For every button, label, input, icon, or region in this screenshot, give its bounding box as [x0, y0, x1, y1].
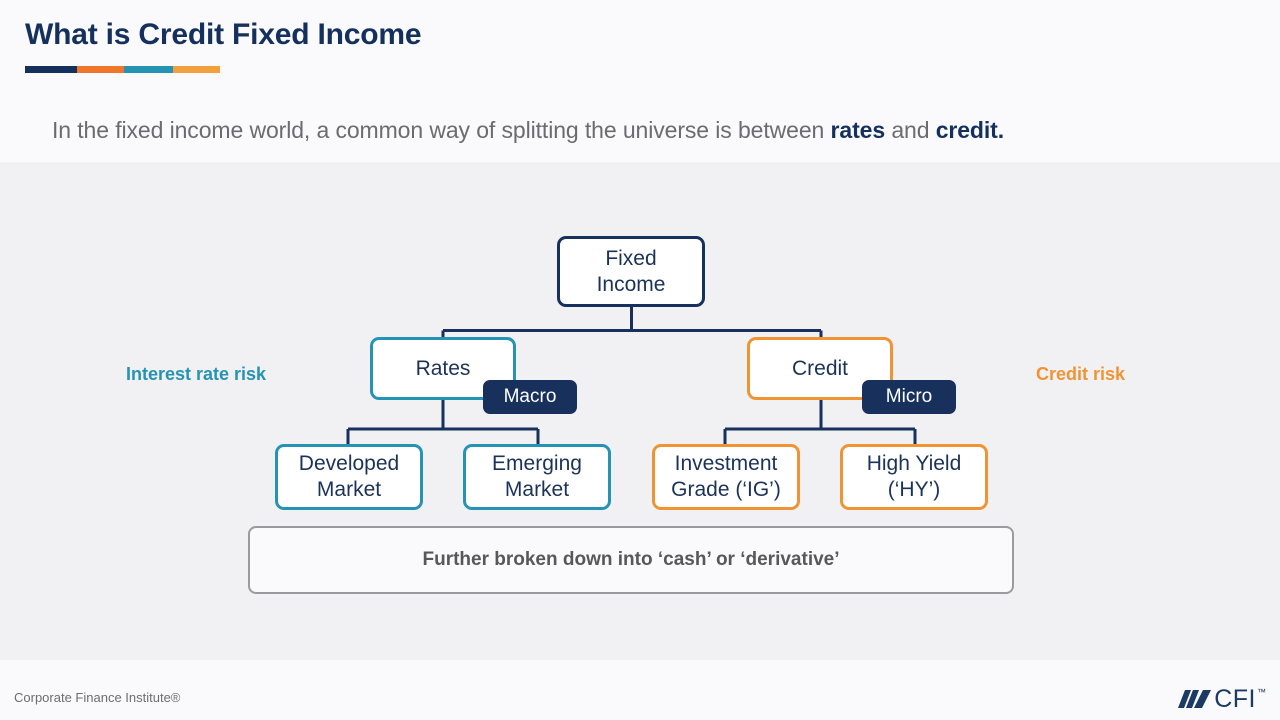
- accent-segment-4: [173, 66, 220, 73]
- node-fixed-income-line1: Fixed: [605, 246, 657, 270]
- badge-macro-label: Macro: [503, 386, 557, 407]
- subtitle-part-2: and: [885, 117, 936, 143]
- page-title: What is Credit Fixed Income: [25, 18, 422, 51]
- node-high-yield-line2: (‘HY’): [887, 478, 941, 501]
- node-investment-grade-line1: Investment: [674, 452, 778, 475]
- badge-macro[interactable]: Macro: [483, 380, 577, 414]
- subtitle: In the fixed income world, a common way …: [52, 117, 1004, 144]
- label-interest-rate-risk: Interest rate risk: [126, 364, 267, 384]
- subtitle-emphasis-credit: credit.: [935, 117, 1005, 143]
- node-rates-label: Rates: [415, 356, 471, 380]
- accent-segment-2: [77, 66, 124, 73]
- node-credit-label: Credit: [791, 356, 849, 380]
- slide-footer: Corporate Finance Institute® CFI ™: [0, 660, 1280, 720]
- node-emerging-market-line2: Market: [504, 478, 570, 501]
- accent-segment-3: [124, 66, 173, 73]
- slide-header: What is Credit Fixed Income In the fixed…: [0, 0, 1280, 162]
- cfi-logo: CFI ™: [1178, 686, 1266, 712]
- cfi-logo-trademark: ™: [1257, 687, 1266, 697]
- callout-text: Further broken down into ‘cash’ or ‘deri…: [422, 549, 840, 570]
- footer-copyright: Corporate Finance Institute®: [14, 690, 181, 705]
- node-developed-market-line1: Developed: [298, 452, 400, 475]
- connector-lines: [346, 307, 917, 444]
- node-high-yield-line1: High Yield: [866, 452, 962, 475]
- badge-micro[interactable]: Micro: [862, 380, 956, 414]
- callout-box: Further broken down into ‘cash’ or ‘deri…: [248, 526, 1014, 594]
- accent-segment-1: [25, 66, 77, 73]
- node-developed-market-line2: Market: [316, 478, 382, 501]
- node-credit[interactable]: Credit: [747, 337, 893, 400]
- cfi-logo-mark-icon: [1178, 690, 1212, 708]
- subtitle-emphasis-rates: rates: [830, 117, 886, 143]
- subtitle-part-1: In the fixed income world, a common way …: [52, 117, 831, 143]
- badge-micro-label: Micro: [885, 386, 933, 407]
- node-investment-grade-line2: Grade (‘IG’): [671, 478, 781, 501]
- label-credit-risk: Credit risk: [1036, 364, 1126, 384]
- node-high-yield[interactable]: High Yield (‘HY’): [840, 444, 988, 510]
- node-fixed-income-line2: Income: [596, 272, 666, 296]
- node-emerging-market-line1: Emerging: [492, 452, 582, 475]
- cfi-logo-wordmark: CFI: [1214, 685, 1256, 713]
- node-high-yield-label: High Yield (‘HY’): [867, 451, 962, 503]
- accent-bar: [25, 66, 220, 73]
